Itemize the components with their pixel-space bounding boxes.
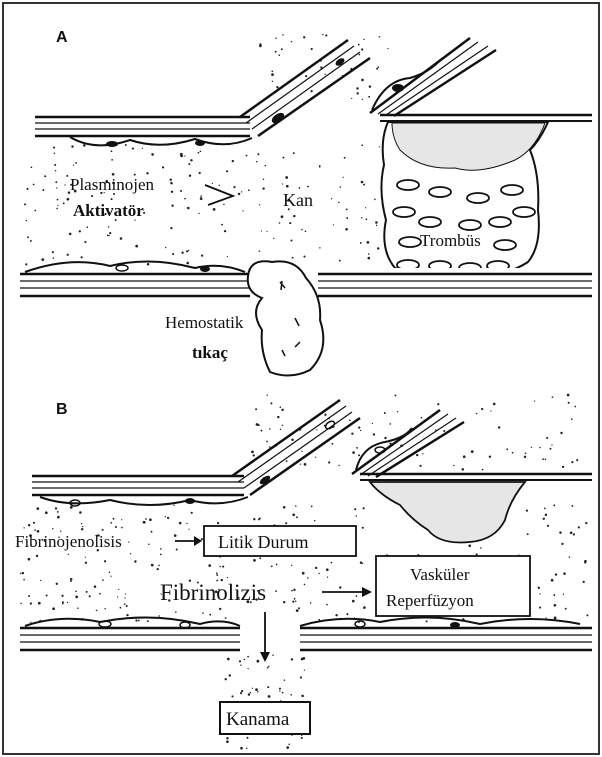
upper-vessel-wall-a — [35, 116, 252, 147]
label-aktivator: Aktivatör — [73, 201, 144, 220]
right-branch-b — [352, 410, 592, 480]
panel-a: A — [20, 29, 592, 376]
arrow-to-litik-durum — [175, 536, 202, 546]
label-reperfuzyon: Reperfüzyon — [386, 591, 474, 610]
label-litik-durum: Litik Durum — [218, 532, 309, 552]
panel-b: B — [15, 394, 592, 750]
residual-thrombus-b — [370, 482, 525, 543]
label-fibrinolizis: Fibrinolizis — [160, 580, 266, 605]
lower-vessel-wall-b — [20, 617, 592, 654]
blood-speckles-a — [24, 34, 389, 266]
arrow-to-reperfuzyon — [322, 587, 372, 597]
label-plasminojen: Plasminojen — [70, 175, 155, 194]
left-branch-a — [240, 40, 370, 136]
panel-b-letter: B — [56, 401, 68, 418]
activator-arrow — [205, 185, 233, 205]
upper-vessel-wall-b — [32, 474, 248, 506]
label-kanama: Kanama — [226, 709, 290, 730]
label-hemostatik: Hemostatik — [165, 313, 244, 332]
label-trombus: Trombüs — [420, 231, 481, 250]
right-branch-a — [370, 38, 592, 121]
panel-a-letter: A — [56, 29, 68, 46]
thrombus-a — [381, 122, 548, 275]
label-tikac: tıkaç — [192, 343, 228, 362]
label-kan: Kan — [283, 190, 313, 210]
left-branch-b — [232, 400, 360, 495]
label-fibrinojenolisis: Fibrinojenolisis — [15, 532, 122, 551]
label-vaskuler: Vasküler — [410, 565, 470, 584]
